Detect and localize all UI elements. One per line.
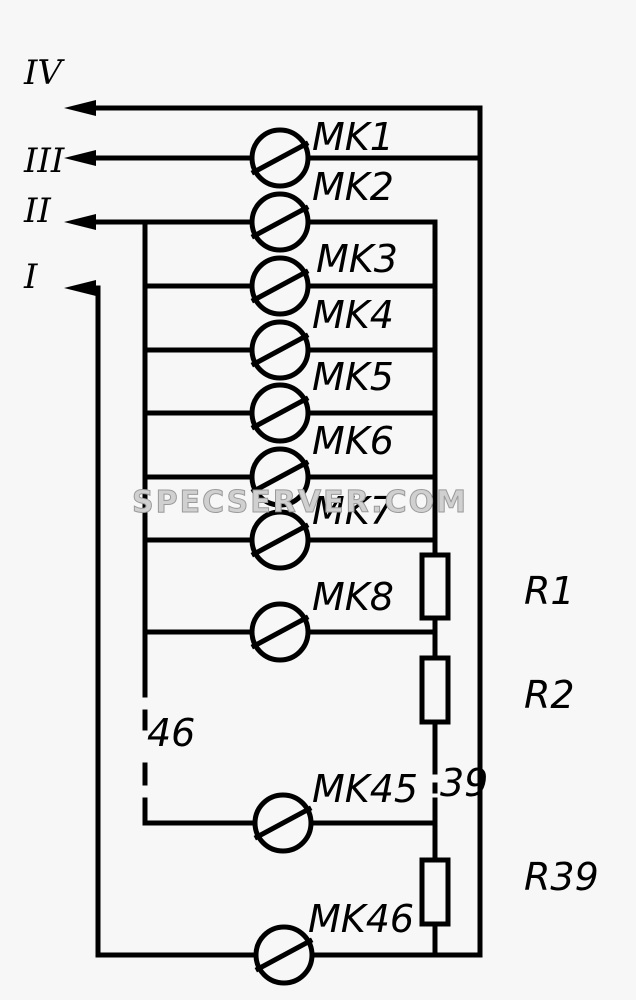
arrow-iv bbox=[64, 100, 96, 116]
lamp-label-mk5: MK5 bbox=[312, 355, 394, 399]
lamp-label-mk6: MK6 bbox=[312, 419, 394, 463]
resistor-r39 bbox=[419, 857, 451, 927]
resistor-r1 bbox=[419, 552, 451, 621]
resistor-label-r1: R1 bbox=[524, 569, 575, 613]
lamp-mk6 bbox=[249, 446, 311, 508]
lamp-label-mk4: MK4 bbox=[312, 293, 394, 337]
lamp-label-mk7: MK7 bbox=[312, 489, 394, 533]
lamp-mk45 bbox=[252, 792, 314, 854]
bus-label-i: I bbox=[23, 257, 38, 297]
watermark: SPECSERVER.COM bbox=[132, 485, 468, 520]
lamp-mk1 bbox=[249, 127, 311, 189]
resistor-r2 bbox=[419, 655, 451, 725]
lamp-mk3 bbox=[249, 255, 311, 317]
bus-label-iv: IV bbox=[23, 53, 65, 93]
lamp-label-mk8: MK8 bbox=[312, 575, 394, 619]
lamp-mk4 bbox=[249, 319, 311, 381]
lamp-mk8 bbox=[249, 601, 311, 663]
bus-label-iii: III bbox=[23, 141, 65, 181]
lamp-label-mk3: MK3 bbox=[316, 237, 398, 281]
arrow-i bbox=[64, 280, 96, 296]
lamp-mk7 bbox=[249, 509, 311, 571]
break-label-46: 46 bbox=[147, 711, 195, 755]
bus-label-ii: II bbox=[23, 191, 51, 231]
lamp-mk46 bbox=[253, 924, 315, 986]
lamp-label-mk1: MK1 bbox=[312, 115, 394, 159]
lamp-mk5 bbox=[249, 382, 311, 444]
break-label-39: 39 bbox=[440, 761, 488, 805]
lamp-label-mk46: MK46 bbox=[308, 897, 414, 941]
lamp-label-mk45: MK45 bbox=[312, 767, 418, 811]
resistor-label-r2: R2 bbox=[524, 673, 575, 717]
arrow-ii bbox=[64, 214, 96, 230]
lamp-mk2 bbox=[249, 191, 311, 253]
lamp-label-mk2: MK2 bbox=[312, 165, 394, 209]
resistor-label-r39: R39 bbox=[524, 855, 599, 899]
arrow-iii bbox=[64, 150, 96, 166]
